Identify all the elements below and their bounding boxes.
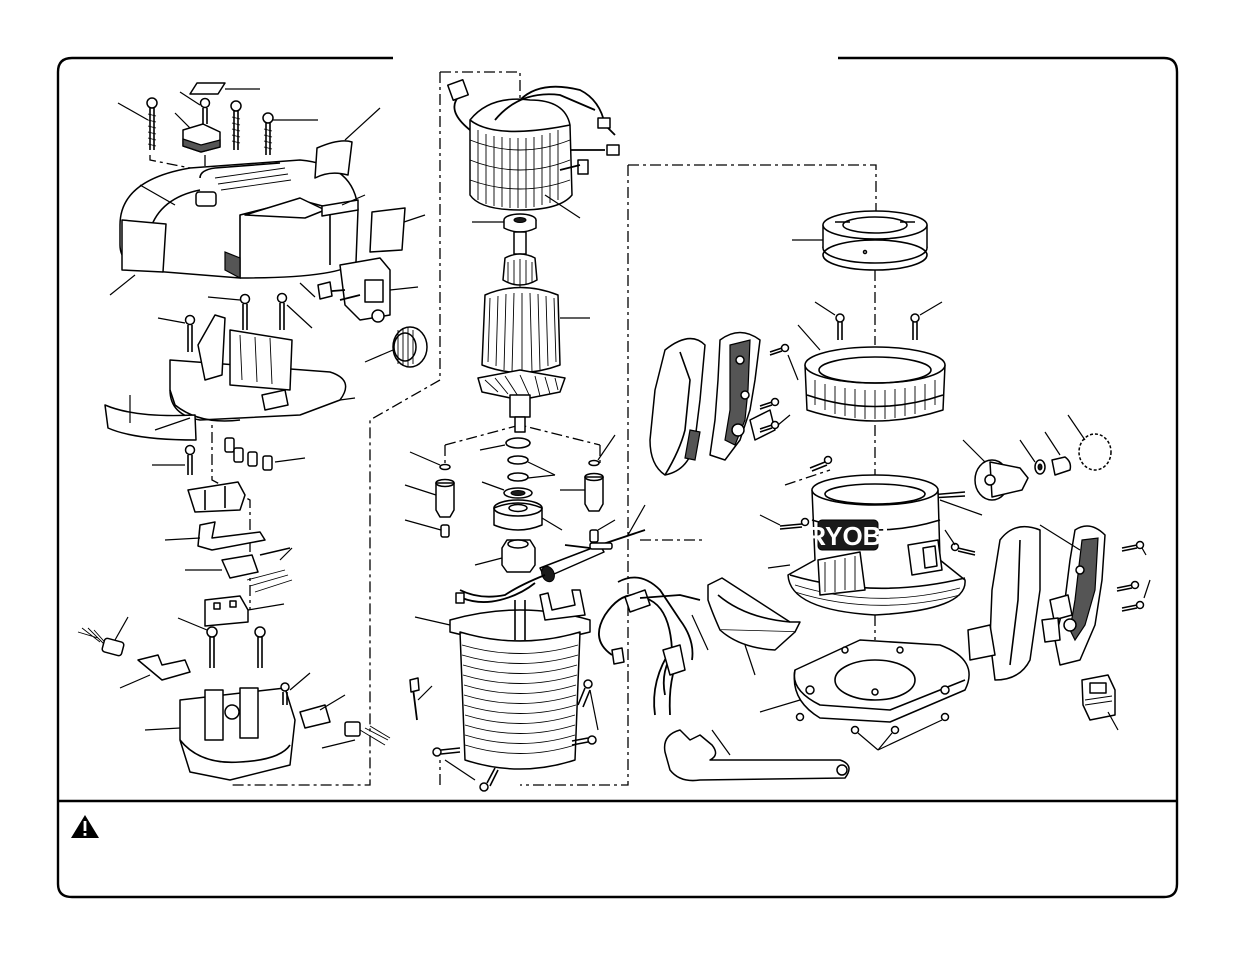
screw-icon [759, 397, 780, 410]
brush-spring-right [321, 721, 391, 749]
screw-icon [177, 617, 218, 668]
screw-icon [1121, 540, 1147, 556]
lower-bearing [493, 499, 563, 531]
upper-bearing [472, 213, 537, 233]
terminal-block [204, 595, 285, 627]
screw-icon [179, 91, 211, 124]
diagram-frame [56, 56, 1179, 899]
knob-spring [1044, 431, 1072, 476]
screw-icon [910, 301, 943, 340]
ring-washer [481, 481, 533, 499]
brush-spring-left [77, 616, 129, 657]
screw-icon [276, 292, 313, 330]
ground-wire [409, 677, 433, 721]
brush-contact [185, 547, 293, 593]
carbon-brush-right [299, 694, 346, 729]
curved-label [104, 395, 197, 441]
knob-washer [1019, 439, 1046, 475]
label-plate [189, 82, 260, 95]
screw-icon [230, 100, 242, 150]
base-screw-set [795, 712, 950, 751]
height-adjustment-ring [797, 324, 946, 422]
collet-nut [474, 539, 536, 573]
screw-icon [280, 672, 311, 705]
chip-shield [707, 577, 801, 676]
handle-half-right [1041, 525, 1106, 666]
warning-triangle-icon [71, 815, 99, 838]
leader-line [1039, 524, 1081, 551]
brush-sleeve-right [560, 434, 616, 543]
armature-rotor [477, 231, 590, 433]
brush-holder [187, 481, 246, 513]
ground-lead [564, 542, 613, 550]
field-coil-stator [446, 78, 620, 219]
brush-sleeve-left [404, 451, 455, 538]
screw-icon [571, 735, 597, 746]
screw-icon [759, 514, 810, 530]
router-sub-base [759, 615, 970, 723]
trigger-switch [1081, 674, 1119, 731]
screw-icon [577, 679, 599, 731]
adjustment-knob [929, 439, 1029, 501]
screw-icon [759, 414, 791, 433]
handle-grip-left [649, 337, 706, 476]
warning-label [314, 107, 381, 179]
screw-icon [152, 444, 196, 475]
spring-set [224, 437, 306, 471]
screw-icon [432, 747, 476, 781]
screw-icon [809, 455, 833, 472]
ryobi-logo-text: RYOBI [807, 521, 888, 551]
ryobi-logo [817, 519, 879, 551]
warning-label [109, 219, 167, 296]
motor-base-housing [144, 687, 296, 781]
handle-half-left [709, 331, 776, 461]
depth-adjustment-ring [792, 210, 928, 271]
knob-cap [1067, 414, 1112, 471]
router-base-housing: RYOBI [767, 474, 983, 616]
switch-cap [174, 112, 221, 153]
wrench [663, 729, 850, 782]
carbon-brush-left [119, 654, 191, 689]
cord-strain-relief [459, 504, 646, 598]
screw-icon [479, 767, 499, 792]
switch-bracket [299, 257, 419, 323]
screw-icon [157, 314, 196, 352]
screw-icon [769, 343, 799, 381]
screw-icon [262, 112, 318, 155]
name-strip [321, 194, 366, 217]
warning-label [369, 207, 426, 253]
o-ring-set [479, 437, 556, 482]
screw-icon [207, 293, 251, 330]
screw-icon [117, 97, 158, 150]
screw-icon [254, 626, 266, 668]
speed-dial-knob [364, 326, 428, 368]
screw-icon [814, 301, 845, 340]
lead-wire [455, 582, 536, 604]
motor-housing-sleeve [414, 589, 591, 770]
screw-icon [944, 529, 976, 556]
brush-holder-housing [169, 314, 356, 422]
handle-grip-right [967, 525, 1041, 681]
power-cord [598, 576, 709, 716]
brush-holder-plate [164, 521, 266, 551]
screw-icon [1116, 580, 1140, 592]
screw-icon [1121, 579, 1151, 612]
